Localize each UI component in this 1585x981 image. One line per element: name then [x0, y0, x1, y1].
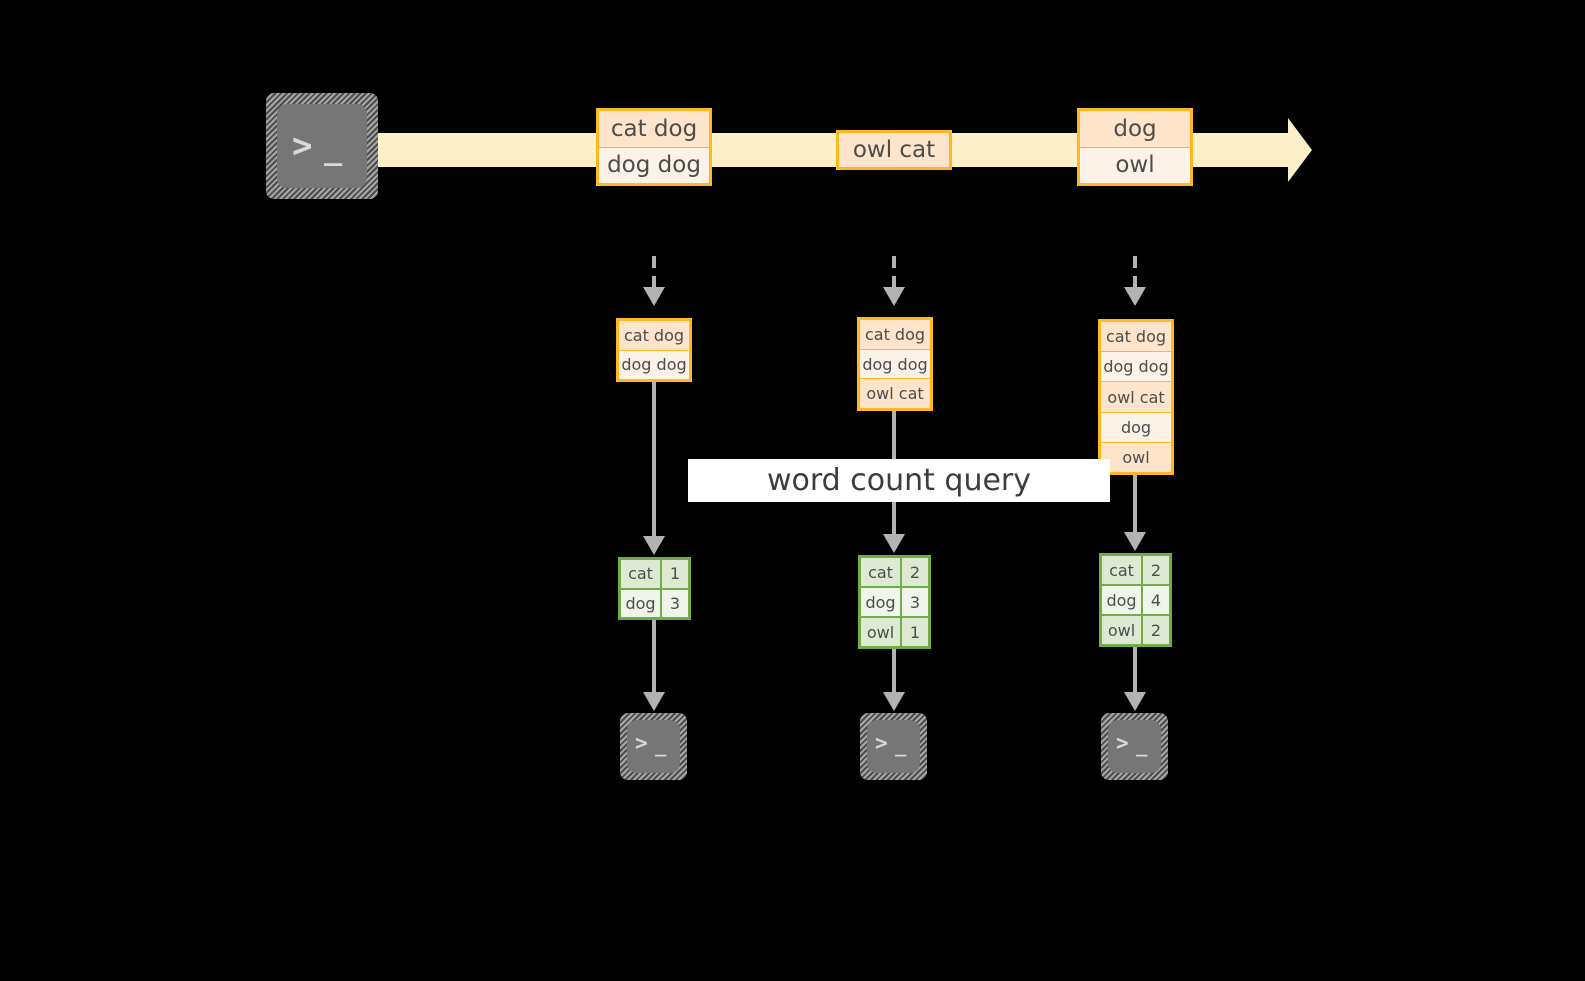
snapshot-3-feed-dash — [1133, 256, 1137, 288]
result-count: 2 — [1143, 616, 1169, 644]
terminal-prompt-icon: > — [875, 731, 888, 755]
snapshot-3-query-arrowhead — [1124, 532, 1146, 551]
result-word: cat — [861, 558, 902, 586]
result-count: 3 — [662, 589, 688, 617]
terminal-body — [1108, 720, 1161, 773]
record-line: cat dog — [860, 320, 930, 349]
table-row: dog 3 — [861, 586, 928, 616]
stream-record-3[interactable]: dog owl — [1077, 108, 1193, 186]
record-line: dog dog — [619, 349, 689, 379]
snapshot-1-query-arrowhead — [643, 536, 665, 555]
result-word: dog — [1102, 586, 1143, 614]
result-count: 1 — [902, 618, 928, 646]
terminal-cursor-icon: _ — [324, 132, 343, 167]
table-row: cat 1 — [621, 560, 688, 588]
terminal-cursor-icon: _ — [895, 735, 907, 757]
result-word: cat — [1102, 556, 1143, 584]
terminal-prompt-icon: > — [1116, 731, 1129, 755]
result-count: 3 — [902, 588, 928, 616]
snapshot-2-sink-arrowhead — [883, 692, 905, 711]
record-line: owl — [1080, 146, 1190, 183]
terminal-body — [627, 720, 680, 773]
terminal-cursor-icon: _ — [1136, 735, 1148, 757]
record-line: cat dog — [599, 111, 709, 147]
table-row: owl 2 — [1102, 614, 1169, 644]
record-line: dog dog — [860, 348, 930, 379]
snapshot-3-feed-arrowhead — [1124, 287, 1146, 306]
snapshot-2-feed-dash — [892, 256, 896, 288]
table-row: owl 1 — [861, 616, 928, 646]
stream-arrow-head — [1288, 118, 1312, 182]
snapshot-2-query-arrowhead — [883, 534, 905, 553]
table-row: dog 3 — [621, 587, 688, 617]
snapshot-3-sink-line — [1133, 647, 1137, 693]
snapshot-3-query-line — [1133, 475, 1137, 533]
record-line: dog — [1101, 411, 1171, 442]
result-count: 2 — [1143, 556, 1169, 584]
result-word: cat — [621, 560, 662, 588]
snapshot-3-result-table[interactable]: cat 2 dog 4 owl 2 — [1099, 553, 1172, 647]
stream-record-2[interactable]: owl cat — [836, 130, 952, 170]
snapshot-2-sink-line — [892, 649, 896, 693]
terminal-body — [277, 104, 367, 188]
query-label: word count query — [688, 459, 1110, 502]
record-line: cat dog — [619, 321, 689, 350]
terminal-prompt-icon: > — [635, 731, 648, 755]
record-line: dog — [1080, 111, 1190, 147]
snapshot-1-feed-dash — [652, 256, 656, 288]
record-line: dog dog — [599, 146, 709, 183]
table-row: dog 4 — [1102, 584, 1169, 614]
snapshot-1-feed-arrowhead — [643, 287, 665, 306]
result-word: dog — [861, 588, 902, 616]
terminal-body — [867, 720, 920, 773]
snapshot-2-result-table[interactable]: cat 2 dog 3 owl 1 — [858, 555, 931, 649]
record-line: owl cat — [860, 378, 930, 409]
result-word: owl — [861, 618, 902, 646]
record-line: owl cat — [839, 133, 949, 167]
result-word: owl — [1102, 616, 1143, 644]
result-count: 4 — [1143, 586, 1169, 614]
result-word: dog — [621, 589, 662, 617]
table-row: cat 2 — [861, 558, 928, 586]
terminal-prompt-icon: > — [292, 126, 313, 166]
snapshot-3-sink-arrowhead — [1124, 692, 1146, 711]
snapshot-3-input-box[interactable]: cat dog dog dog owl cat dog owl — [1098, 319, 1174, 475]
record-line: owl — [1101, 441, 1171, 473]
table-row: cat 2 — [1102, 556, 1169, 584]
snapshot-2-input-box[interactable]: cat dog dog dog owl cat — [857, 317, 933, 411]
record-line: owl cat — [1101, 381, 1171, 412]
stream-record-1[interactable]: cat dog dog dog — [596, 108, 712, 186]
snapshot-3-sink-terminal[interactable]: > _ — [1101, 713, 1168, 780]
terminal-cursor-icon: _ — [655, 735, 667, 757]
snapshot-1-input-box[interactable]: cat dog dog dog — [616, 318, 692, 382]
record-line: cat dog — [1101, 322, 1171, 352]
result-count: 2 — [902, 558, 928, 586]
snapshot-1-query-line — [652, 382, 656, 537]
snapshot-1-result-table[interactable]: cat 1 dog 3 — [618, 557, 691, 620]
result-count: 1 — [662, 560, 688, 588]
snapshot-1-sink-terminal[interactable]: > _ — [620, 713, 687, 780]
source-terminal-icon[interactable]: > _ — [266, 93, 378, 199]
snapshot-2-sink-terminal[interactable]: > _ — [860, 713, 927, 780]
snapshot-2-feed-arrowhead — [883, 287, 905, 306]
snapshot-1-sink-arrowhead — [643, 692, 665, 711]
snapshot-1-sink-line — [652, 620, 656, 693]
record-line: dog dog — [1101, 351, 1171, 382]
